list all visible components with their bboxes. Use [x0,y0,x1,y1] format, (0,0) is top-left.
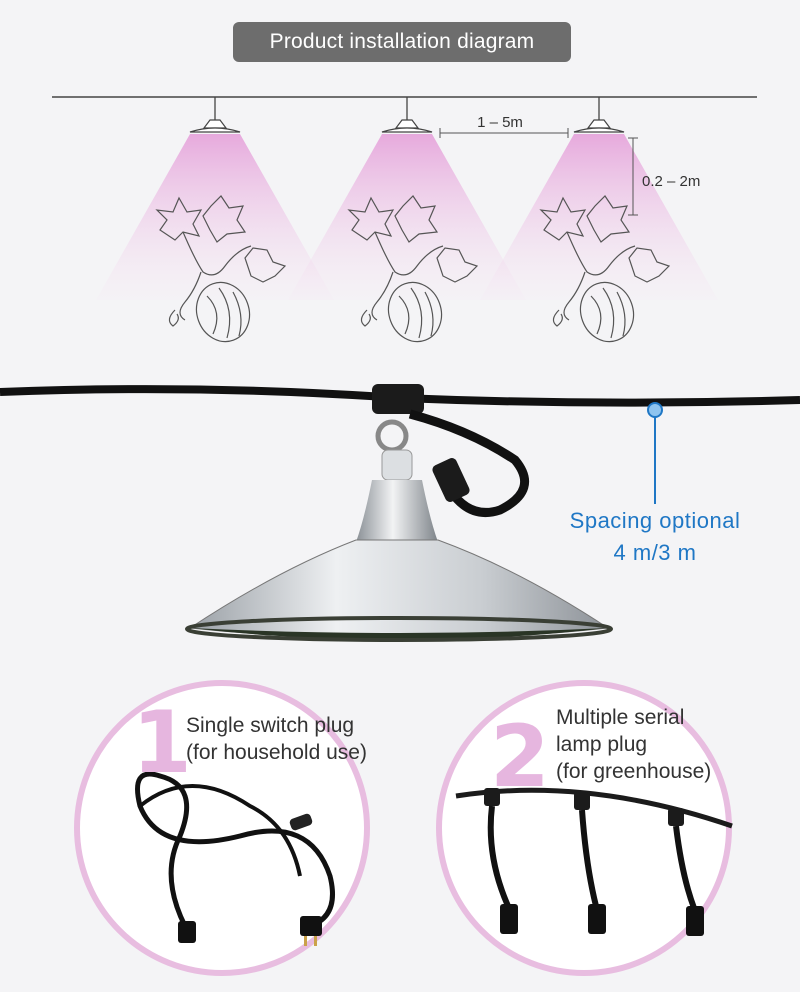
lamp-photo [0,384,800,642]
waterproof-plug [432,458,470,502]
option-2-line-2: lamp plug [556,733,648,756]
option-1-line-2: (for household use) [186,741,367,764]
pendant-lamp-2 [288,97,526,300]
switch-plug-cable-image [135,771,335,946]
option-2-line-3: (for greenhouse) [556,760,712,783]
vertical-spacing-marker: 0.2 – 2m [628,137,700,216]
option-number-2: 2 [490,707,550,807]
cable-connector [372,384,424,414]
spacing-callout-line2: 4 m/3 m [613,540,697,565]
pendant-lamp-3 [480,97,718,300]
vertical-spacing-label: 0.2 – 2m [642,173,700,190]
pendant-lamp-1 [96,97,334,300]
serial-plug-cable-image [455,787,733,936]
spacing-callout: Spacing optional 4 m/3 m [520,505,790,569]
plant-sketch-2 [347,195,479,343]
horizontal-spacing-marker: 1 – 5m [439,114,569,138]
option-1-line-1: Single switch plug [186,714,355,737]
horizontal-spacing-label: 1 – 5m [477,114,523,131]
page-title: Product installation diagram [233,22,571,62]
option-multiple-serial-plug: 2 Multiple serial lamp plug (for greenho… [436,680,733,976]
option-1-description: Single switch plug (for household use) [186,712,416,766]
light-beam-3 [480,134,718,300]
lamp-neck [356,480,438,542]
option-number-1: 1 [132,693,192,793]
plant-sketch-1 [155,195,287,343]
branch-cable [408,409,529,517]
plant-sketch-3 [539,195,671,343]
option-2-description: Multiple serial lamp plug (for greenhous… [556,704,756,785]
callout-dot [647,402,663,418]
installation-diagram: 1 – 5m 0.2 – 2m [52,96,757,343]
option-single-switch-plug: 1 Single switch plug (for household use) [74,680,370,976]
light-beam-2 [288,134,526,300]
spacing-callout-line1: Spacing optional [569,508,741,533]
option-2-line-1: Multiple serial [556,706,685,729]
light-beam-1 [96,134,334,300]
hanging-ring [375,419,409,453]
